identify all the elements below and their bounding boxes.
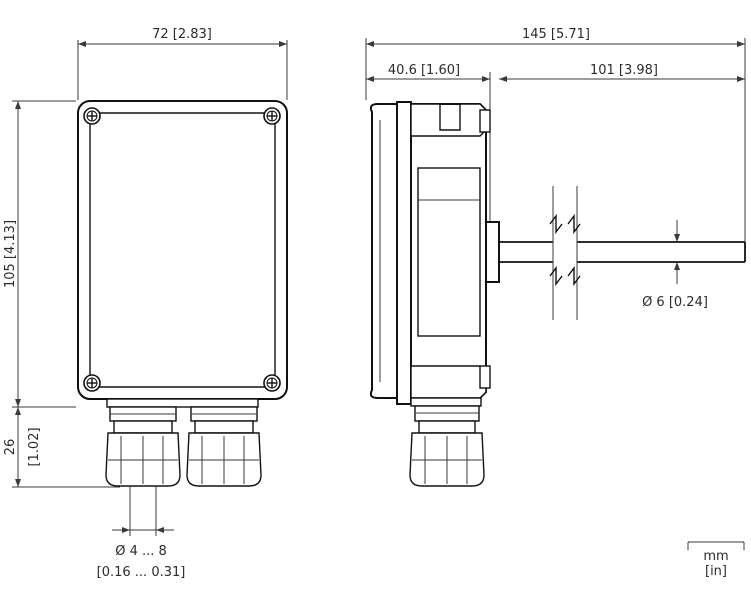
- dim-label-cable-range-mm: Ø 4 ... 8: [115, 544, 167, 559]
- screw-icon: [83, 374, 101, 392]
- cable-gland-left: [105, 406, 181, 487]
- dim-probe-length: 101 [3.98]: [499, 63, 745, 82]
- screw-icon: [263, 107, 281, 125]
- cable-gland-right: [186, 406, 262, 487]
- dim-width-front: 72 [2.83]: [77, 27, 288, 100]
- dim-label-depth-housing: 40.6 [1.60]: [388, 63, 460, 78]
- dim-label-probe-length: 101 [3.98]: [590, 63, 658, 78]
- side-housing-seal: [396, 101, 412, 405]
- dim-label-height-front: 105 [4.13]: [3, 220, 18, 288]
- dim-label-cable-range-in: [0.16 ... 0.31]: [97, 565, 186, 580]
- unit-primary: mm: [703, 549, 728, 564]
- dim-label-width-front: 72 [2.83]: [152, 27, 212, 42]
- cable-gland-side: [409, 405, 485, 487]
- dim-label-height-gland-mm: 26: [3, 439, 18, 456]
- units-legend: mm [in]: [687, 541, 745, 579]
- dim-depth-housing: 40.6 [1.60]: [366, 63, 491, 230]
- front-enclosure-lid: [89, 112, 276, 388]
- front-bottom-flange: [106, 398, 259, 408]
- screw-icon: [263, 374, 281, 392]
- probe-mount: [485, 221, 500, 283]
- dim-label-height-gland-in: [1.02]: [27, 427, 42, 466]
- unit-secondary: [in]: [705, 564, 727, 579]
- dim-label-length-total: 145 [5.71]: [522, 27, 590, 42]
- dim-label-probe-diameter: Ø 6 [0.24]: [642, 295, 708, 310]
- dim-height-gland: 26 [1.02]: [3, 407, 120, 488]
- side-housing-lid: [369, 103, 398, 399]
- front-view: 72 [2.83] 105 [4.13] 26 [1.02]: [3, 27, 288, 580]
- dim-probe-diameter: Ø 6 [0.24]: [642, 220, 708, 310]
- dim-length-total: 145 [5.71]: [365, 27, 746, 242]
- dim-cable-range: Ø 4 ... 8 [0.16 ... 0.31]: [97, 486, 186, 580]
- dim-height-front: 105 [4.13]: [3, 100, 76, 408]
- screw-icon: [83, 107, 101, 125]
- probe: [499, 186, 746, 320]
- side-view: 145 [5.71] 40.6 [1.60] 101 [3.98]: [365, 27, 746, 487]
